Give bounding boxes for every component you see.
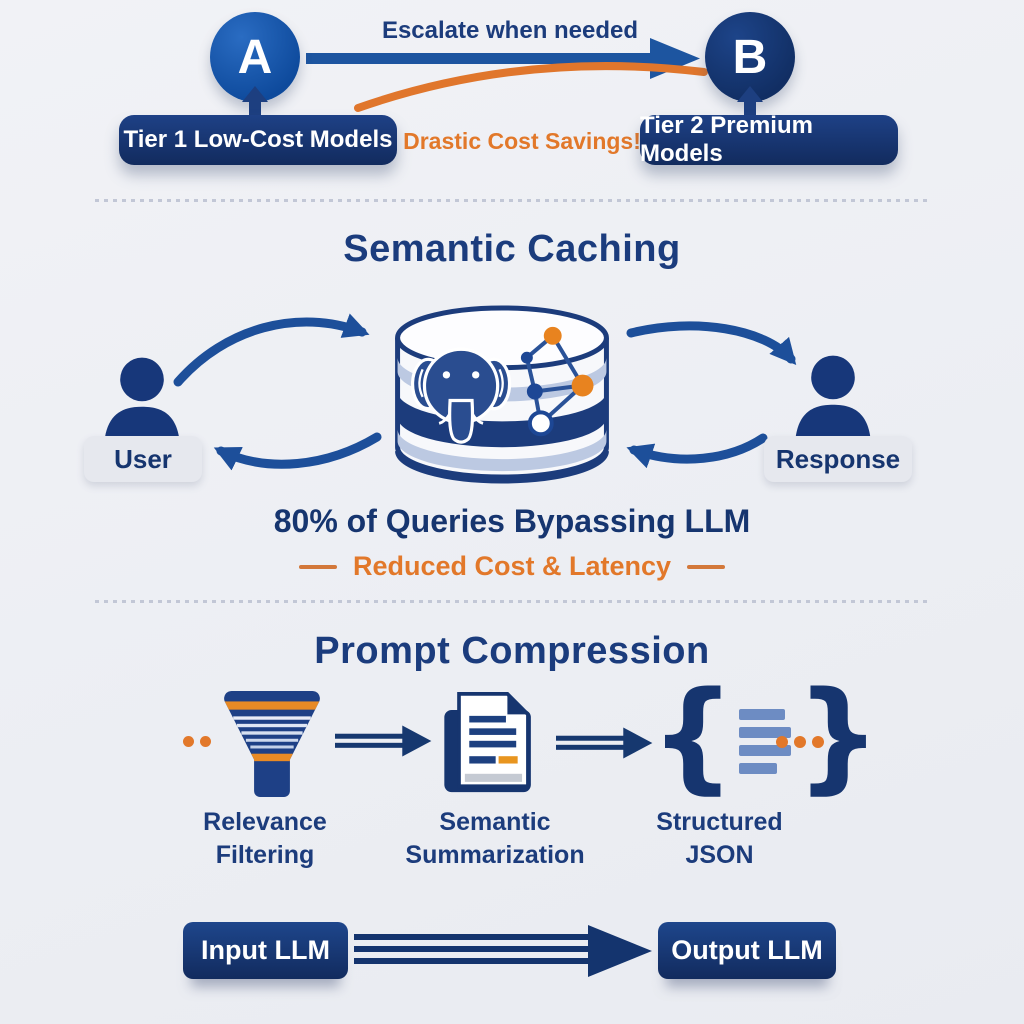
cache-to-response-arrow-icon — [626, 321, 797, 366]
model-b-label: B — [732, 30, 768, 84]
orange-dot — [776, 736, 788, 748]
left-dash — [298, 564, 337, 569]
user-label: User — [114, 443, 172, 474]
savings-label: Drastic Cost Savings! — [403, 128, 641, 154]
json-bar — [739, 726, 792, 738]
caching-title: Semantic Caching — [343, 228, 681, 270]
tier2-up-arrow-icon — [737, 86, 763, 118]
orange-dot — [200, 736, 211, 747]
tier1-up-arrow-icon — [242, 86, 268, 118]
orange-dot — [812, 736, 824, 748]
user-to-cache-arrow-icon — [173, 313, 370, 387]
response-label: Response — [775, 443, 901, 474]
json-bar — [739, 708, 786, 720]
right-dash — [687, 564, 726, 569]
response-badge: Response — [764, 436, 912, 482]
tier2-box: Tier 2 Premium Models — [640, 112, 898, 167]
input-ellipsis-dots — [183, 736, 211, 747]
input-output-arrow-icon — [354, 925, 652, 977]
json-braces-icon: { } — [650, 667, 881, 806]
postgres-cache-database-icon — [395, 305, 609, 484]
input-llm-box: Input LLM — [183, 922, 348, 979]
benefit-label: Reduced Cost & Latency — [352, 551, 672, 581]
orange-dot — [183, 736, 194, 747]
output-ellipsis-dots — [776, 736, 824, 748]
tier1-label: Tier 1 Low-Cost Models — [123, 126, 393, 153]
close-brace-glyph: } — [795, 667, 881, 806]
tier1-box: Tier 1 Low-Cost Models — [119, 115, 397, 165]
open-brace-glyph: { — [650, 667, 736, 806]
tier2-label: Tier 2 Premium Models — [640, 112, 813, 167]
compression-title: Prompt Compression — [314, 630, 710, 672]
section-divider — [95, 600, 930, 603]
document-icon — [444, 692, 531, 793]
cache-stat-label: 80% of Queries Bypassing LLM — [273, 503, 751, 539]
output-llm-label: Output LLM — [671, 935, 823, 965]
step-label-relevance-filtering: Relevance Filtering — [203, 808, 327, 869]
json-bar — [739, 762, 778, 774]
escalate-label: Escalate when needed — [381, 17, 639, 44]
step-label-semantic-summarization: Semantic Summarization — [405, 808, 585, 869]
compression-arrow-icon — [556, 727, 653, 759]
compression-arrow-icon — [335, 725, 432, 757]
response-to-cache-arrow-icon — [626, 433, 768, 469]
json-bar — [739, 744, 792, 756]
json-content-bars — [739, 708, 792, 774]
output-llm-box: Output LLM — [658, 922, 836, 979]
cache-to-user-arrow-icon — [213, 432, 382, 471]
input-llm-label: Input LLM — [201, 935, 330, 965]
funnel-icon — [224, 690, 320, 798]
user-badge: User — [84, 436, 202, 482]
model-a-label: A — [237, 30, 273, 84]
cost-savings-swoosh-icon — [354, 62, 708, 112]
orange-dot — [794, 736, 806, 748]
step-label-structured-json: Structured JSON — [656, 808, 783, 869]
benefit-row: Reduced Cost & Latency — [0, 551, 1024, 582]
section-divider — [95, 199, 930, 202]
postgres-elephant-icon — [410, 347, 512, 444]
